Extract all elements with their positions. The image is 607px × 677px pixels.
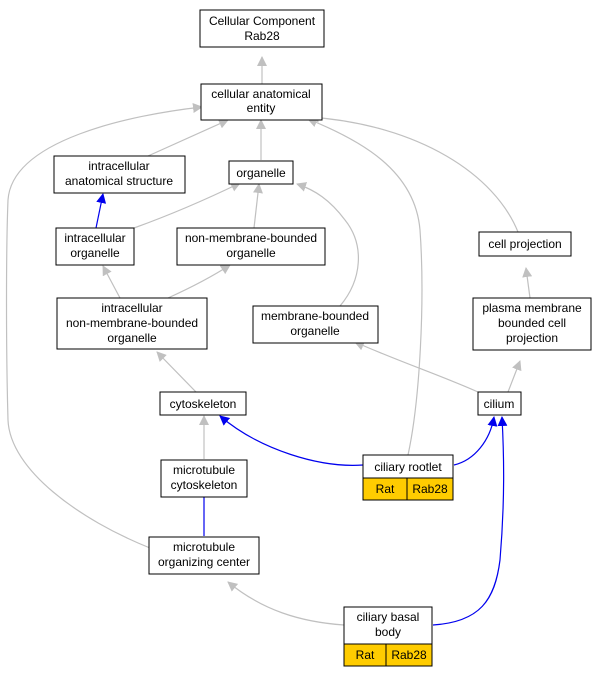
edge-cellproj-to-cae	[309, 112, 519, 233]
edge-rootlet-partof-cilium	[453, 416, 498, 466]
edge-cilium-to-mbo	[354, 341, 479, 393]
badge-rab28-basal	[385, 643, 433, 667]
badge-rab28-rootlet	[406, 477, 454, 501]
badge-rat-basal-label: Rat	[356, 648, 375, 662]
node-inmbo-line-1: intracellular	[101, 301, 162, 315]
edge-cytoskeleton-to-inmbo	[156, 351, 197, 393]
node-pmbcp-line-2: bounded cell	[498, 316, 566, 330]
edge-rootlet-to-cae	[307, 117, 423, 456]
node-root-line-1: Cellular Component	[209, 14, 316, 28]
edge-ias-to-cae	[147, 119, 229, 157]
node-cellproj-line-1: cell projection	[488, 237, 561, 251]
node-intracellular-organelle[interactable]: intracellular organelle	[55, 227, 135, 266]
edge-basal-to-mtoc	[227, 581, 345, 626]
node-microtubule-organizing-center[interactable]: microtubule organizing center	[148, 536, 260, 575]
node-mbo-line-2: organelle	[290, 324, 340, 338]
node-intracellular-non-membrane-bounded-organelle[interactable]: intracellular non-membrane-bounded organ…	[56, 297, 208, 350]
node-microtubule-cytoskeleton[interactable]: microtubule cytoskeleton	[160, 459, 248, 498]
node-root-line-2: Rab28	[244, 29, 280, 43]
node-nmbo-line-2: organelle	[226, 246, 276, 260]
node-cellular-anatomical-entity[interactable]: cellular anatomical entity	[200, 83, 323, 121]
node-ias-line-2: anatomical structure	[65, 174, 173, 188]
node-cell-projection[interactable]: cell projection	[478, 231, 572, 257]
edges	[5, 56, 533, 626]
edge-basal-partof-cilium	[432, 416, 508, 626]
node-rootlet-line-1: ciliary rootlet	[374, 460, 442, 474]
edge-cilium-to-pmbcp	[507, 360, 522, 393]
node-membrane-bounded-organelle[interactable]: membrane-bounded organelle	[252, 305, 379, 344]
node-ciliary-rootlet[interactable]: ciliary rootlet Rat Rab28	[362, 454, 454, 501]
node-inmbo-line-2: non-membrane-bounded	[66, 316, 198, 330]
edge-inmbo-to-io	[102, 265, 121, 299]
node-root[interactable]: Cellular Component Rab28	[199, 9, 325, 48]
node-cytoskeleton-line-1: cytoskeleton	[170, 397, 237, 411]
node-basal-line-2: body	[375, 625, 401, 639]
edge-nmbo-to-organelle	[253, 183, 263, 229]
node-pmbcp-line-1: plasma membrane	[482, 301, 582, 315]
node-mtcyto-line-2: cytoskeleton	[171, 478, 238, 492]
node-io-line-1: intracellular	[64, 231, 125, 245]
edge-rootlet-partof-cytoskeleton	[219, 415, 364, 466]
node-nmbo-line-1: non-membrane-bounded	[185, 231, 317, 245]
node-io-line-2: organelle	[70, 246, 120, 260]
edge-mtoc-to-cae	[5, 103, 203, 549]
node-basal-line-1: ciliary basal	[357, 610, 420, 624]
node-intracellular-anatomical-structure[interactable]: intracellular anatomical structure	[53, 155, 186, 194]
badge-rat-rootlet-label: Rat	[376, 482, 395, 496]
node-non-membrane-bounded-organelle[interactable]: non-membrane-bounded organelle	[176, 227, 326, 266]
node-cytoskeleton[interactable]: cytoskeleton	[159, 391, 247, 416]
node-mtcyto-line-1: microtubule	[173, 463, 235, 477]
node-mtoc-line-2: organizing center	[158, 555, 250, 569]
node-ciliary-basal-body[interactable]: ciliary basal body Rat Rab28	[343, 606, 433, 667]
badge-rab28-rootlet-label: Rab28	[412, 482, 448, 496]
node-organelle-line-1: organelle	[236, 166, 286, 180]
edge-pmbcp-to-cellproj	[522, 267, 533, 299]
badge-rab28-basal-label: Rab28	[391, 648, 427, 662]
node-cae-line-1: cellular anatomical	[211, 87, 310, 101]
edge-io-partof-ias	[95, 193, 107, 229]
node-plasma-membrane-bounded-cell-projection[interactable]: plasma membrane bounded cell projection	[472, 297, 592, 351]
edge-inmbo-to-nmbo	[167, 264, 231, 299]
node-organelle[interactable]: organelle	[228, 160, 294, 185]
edge-io-to-organelle	[133, 182, 241, 229]
node-inmbo-line-3: organelle	[107, 331, 157, 345]
node-ias-line-1: intracellular	[88, 159, 149, 173]
node-mtoc-line-1: microtubule	[173, 540, 235, 554]
node-mbo-line-1: membrane-bounded	[261, 309, 369, 323]
node-cilium[interactable]: cilium	[477, 391, 522, 416]
node-pmbcp-line-3: projection	[506, 331, 558, 345]
edge-mbo-to-organelle	[296, 182, 359, 307]
node-cae-line-2: entity	[247, 101, 276, 115]
node-cilium-line-1: cilium	[484, 397, 515, 411]
